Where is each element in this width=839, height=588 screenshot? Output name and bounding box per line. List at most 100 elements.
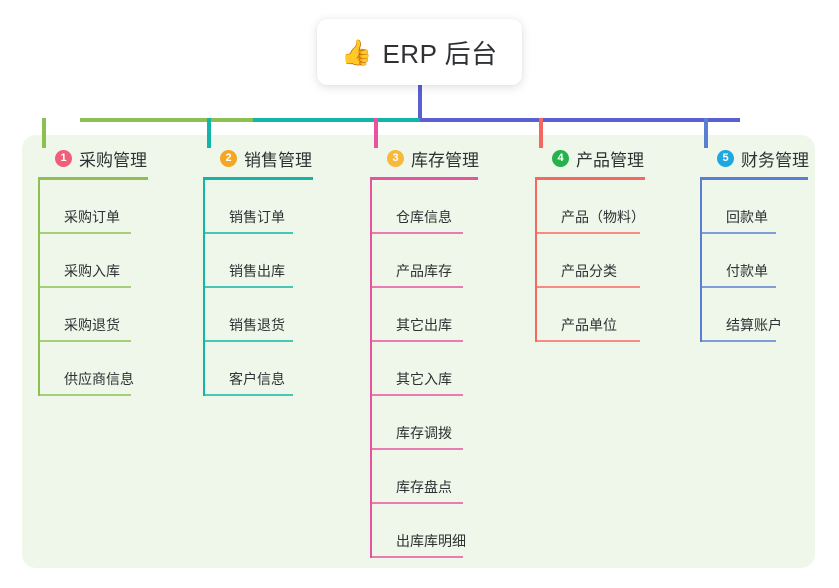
leaf-item-label: 采购订单 <box>64 209 120 225</box>
leaf-item-rule <box>535 286 640 288</box>
leaf-item-rule <box>700 232 776 234</box>
leaf-item[interactable]: 结算账户 <box>700 288 809 342</box>
leaf-item-label: 采购退货 <box>64 317 120 333</box>
leaf-item-rule <box>38 394 131 396</box>
leaf-item[interactable]: 其它入库 <box>370 342 479 396</box>
column-spine-2 <box>203 180 205 396</box>
leaf-item-rule <box>370 232 463 234</box>
column-rule-4 <box>535 177 645 180</box>
leaf-item-rule <box>370 394 463 396</box>
column-badge-5: 5 <box>717 149 734 167</box>
column-header-1[interactable]: 1 采购管理 <box>38 146 148 170</box>
column-spine-4 <box>535 180 537 342</box>
bus-teal <box>253 118 420 122</box>
column-spine-1 <box>38 180 40 396</box>
root-node-card[interactable]: 👍 ERP 后台 <box>317 19 522 85</box>
leaf-item[interactable]: 销售出库 <box>203 234 313 288</box>
root-node-title: ERP 后台 <box>382 38 498 69</box>
column-1: 1 采购管理采购订单采购入库采购退货供应商信息 <box>38 146 148 396</box>
leaf-item-label: 库存调拨 <box>396 425 452 441</box>
leaf-item-label: 销售订单 <box>229 209 285 225</box>
column-items-1: 采购订单采购入库采购退货供应商信息 <box>38 180 148 396</box>
column-header-2[interactable]: 2 销售管理 <box>203 146 313 170</box>
bus-green <box>80 118 253 122</box>
column-header-5[interactable]: 5 财务管理 <box>700 146 809 170</box>
leaf-item[interactable]: 产品单位 <box>535 288 645 342</box>
leaf-item-rule <box>370 340 463 342</box>
connector-drop-3 <box>374 118 378 148</box>
leaf-item-rule <box>38 340 131 342</box>
connector-drop-4 <box>539 118 543 148</box>
column-badge-1: 1 <box>55 149 72 167</box>
leaf-item[interactable]: 产品库存 <box>370 234 479 288</box>
leaf-item-rule <box>203 232 293 234</box>
leaf-item[interactable]: 付款单 <box>700 234 809 288</box>
leaf-item[interactable]: 其它出库 <box>370 288 479 342</box>
column-spine-5 <box>700 180 702 342</box>
leaf-item-rule <box>370 286 463 288</box>
leaf-item-label: 回款单 <box>726 209 768 225</box>
leaf-item-label: 付款单 <box>726 263 768 279</box>
leaf-item[interactable]: 回款单 <box>700 180 809 234</box>
column-rule-1 <box>38 177 148 180</box>
leaf-item-label: 客户信息 <box>229 371 285 387</box>
column-badge-3: 3 <box>387 149 404 167</box>
column-2: 2 销售管理销售订单销售出库销售退货客户信息 <box>203 146 313 396</box>
leaf-item-rule <box>535 232 640 234</box>
connector-drop-5 <box>704 118 708 148</box>
leaf-item[interactable]: 采购入库 <box>38 234 148 288</box>
column-items-2: 销售订单销售出库销售退货客户信息 <box>203 180 313 396</box>
column-badge-2: 2 <box>220 149 237 167</box>
leaf-item-rule <box>700 286 776 288</box>
connector-drop-2 <box>207 118 211 148</box>
leaf-item-label: 产品分类 <box>561 263 617 279</box>
leaf-item[interactable]: 供应商信息 <box>38 342 148 396</box>
leaf-item-rule <box>203 286 293 288</box>
column-title-2: 销售管理 <box>244 150 312 170</box>
diagram-panel <box>22 135 815 568</box>
column-title-5: 财务管理 <box>741 150 809 170</box>
leaf-item[interactable]: 库存调拨 <box>370 396 479 450</box>
leaf-item-label: 销售退货 <box>229 317 285 333</box>
leaf-item-label: 库存盘点 <box>396 479 452 495</box>
leaf-item[interactable]: 客户信息 <box>203 342 313 396</box>
leaf-item-rule <box>38 232 131 234</box>
column-5: 5 财务管理回款单付款单结算账户 <box>700 146 809 342</box>
leaf-item-label: 采购入库 <box>64 263 120 279</box>
column-items-4: 产品（物料） 产品分类产品单位 <box>535 180 645 342</box>
leaf-item-label: 其它出库 <box>396 317 452 333</box>
leaf-item[interactable]: 库存盘点 <box>370 450 479 504</box>
leaf-item-label: 销售出库 <box>229 263 285 279</box>
column-3: 3 库存管理仓库信息产品库存其它出库其它入库库存调拨库存盘点出库库明细 <box>370 146 479 558</box>
column-title-1: 采购管理 <box>79 150 147 170</box>
leaf-item-rule <box>700 340 776 342</box>
leaf-item[interactable]: 出库库明细 <box>370 504 479 558</box>
leaf-item-label: 产品（物料） <box>561 209 645 225</box>
leaf-item-rule <box>203 340 293 342</box>
leaf-item[interactable]: 产品（物料） <box>535 180 645 234</box>
column-title-3: 库存管理 <box>411 150 479 170</box>
leaf-item[interactable]: 采购订单 <box>38 180 148 234</box>
column-rule-5 <box>700 177 808 180</box>
leaf-item-rule <box>535 340 640 342</box>
leaf-item[interactable]: 销售退货 <box>203 288 313 342</box>
leaf-item[interactable]: 采购退货 <box>38 288 148 342</box>
leaf-item-label: 其它入库 <box>396 371 452 387</box>
connector-drop-1 <box>42 118 46 148</box>
column-header-3[interactable]: 3 库存管理 <box>370 146 479 170</box>
leaf-item-rule <box>370 448 463 450</box>
leaf-item-label: 供应商信息 <box>64 371 134 387</box>
column-spine-3 <box>370 180 372 558</box>
root-connector-stem <box>418 84 422 118</box>
leaf-item[interactable]: 仓库信息 <box>370 180 479 234</box>
leaf-item-label: 结算账户 <box>726 317 782 333</box>
leaf-item[interactable]: 产品分类 <box>535 234 645 288</box>
leaf-item-label: 产品单位 <box>561 317 617 333</box>
column-items-3: 仓库信息产品库存其它出库其它入库库存调拨库存盘点出库库明细 <box>370 180 479 558</box>
leaf-item[interactable]: 销售订单 <box>203 180 313 234</box>
leaf-item-rule <box>38 286 131 288</box>
leaf-item-label: 产品库存 <box>396 263 452 279</box>
leaf-item-label: 仓库信息 <box>396 209 452 225</box>
